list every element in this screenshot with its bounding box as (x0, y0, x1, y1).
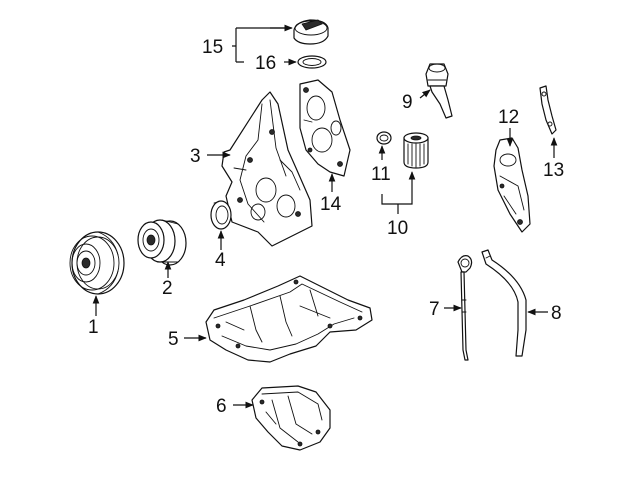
callout-1: 1 (88, 317, 99, 338)
lower-oil-pan (251, 385, 331, 451)
oil-filler-cap (293, 19, 329, 45)
leader-9 (419, 89, 431, 99)
leader-15-bracket (232, 27, 290, 63)
timing-cover (221, 91, 313, 247)
filter-o-ring (376, 131, 392, 145)
oil-pressure-sensor (425, 63, 453, 119)
callout-6: 6 (216, 396, 227, 417)
callout-10: 10 (387, 218, 408, 239)
cap-seal (297, 55, 327, 69)
leader-lines (92, 24, 558, 409)
callout-5: 5 (168, 329, 179, 350)
callout-9: 9 (402, 92, 413, 113)
housing-gasket (539, 85, 557, 135)
callout-4: 4 (215, 250, 226, 271)
callout-3: 3 (190, 146, 201, 167)
vibration-damper (137, 219, 187, 266)
oil-dipstick (457, 255, 473, 361)
callout-15: 15 (202, 37, 223, 58)
callout-16: 16 (255, 53, 276, 74)
front-seal (210, 200, 232, 230)
crankshaft-pulley (69, 231, 125, 295)
callout-11: 11 (371, 164, 391, 185)
callout-7: 7 (429, 299, 440, 320)
filter-housing (493, 137, 531, 233)
upper-oil-pan (205, 275, 373, 363)
callout-12: 12 (498, 107, 519, 128)
callout-8: 8 (551, 303, 562, 324)
dipstick-tube (481, 249, 527, 357)
callout-14: 14 (320, 194, 342, 215)
upper-timing-cover (299, 79, 351, 177)
callout-13: 13 (543, 160, 564, 181)
callout-2: 2 (162, 278, 173, 299)
oil-filter-element (403, 132, 429, 169)
leader-10-bracket (381, 194, 413, 214)
callout-labels: 1 2 3 4 5 6 7 8 9 10 11 12 13 14 15 16 (88, 37, 564, 417)
